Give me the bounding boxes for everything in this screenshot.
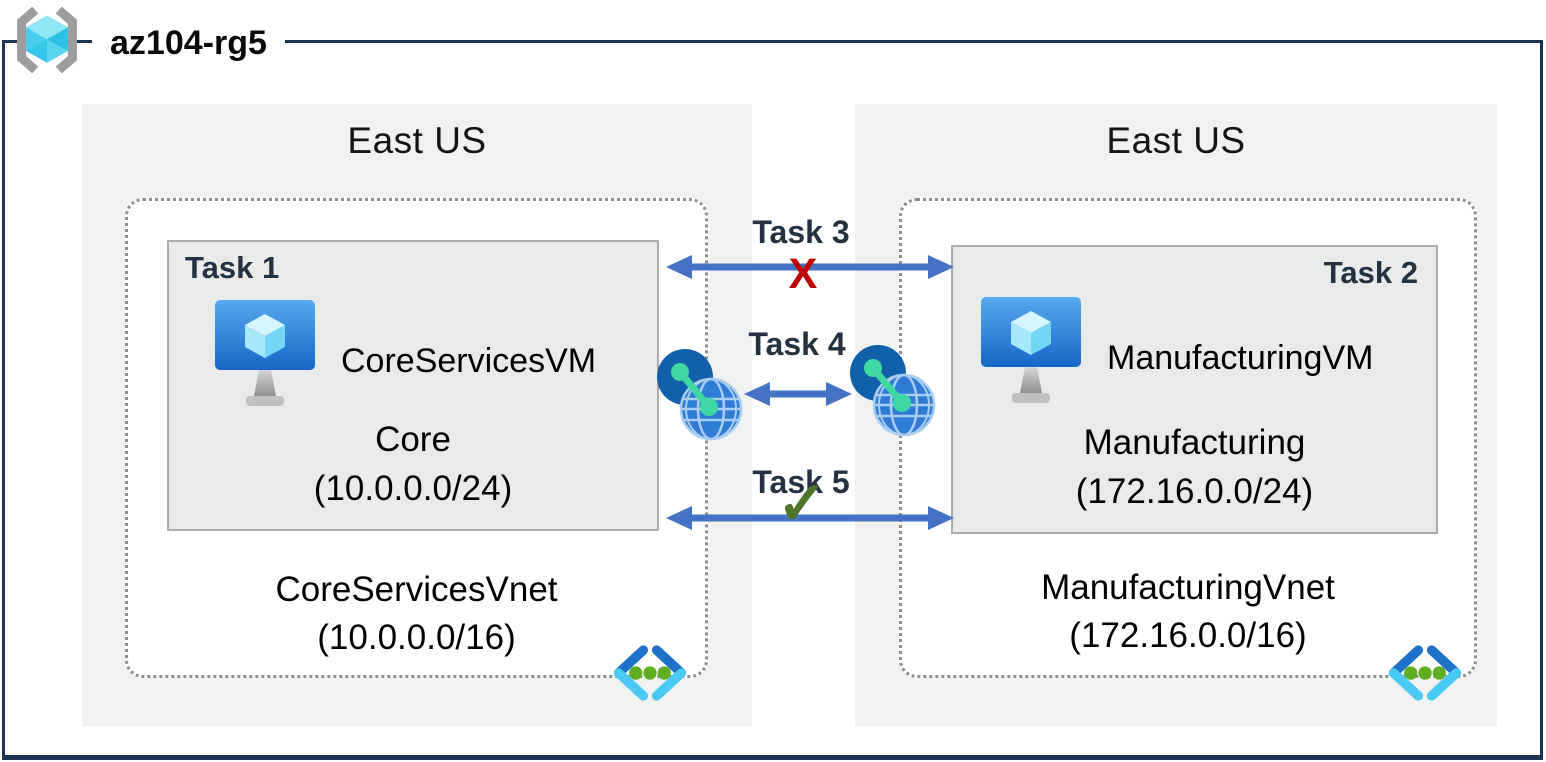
vnet-name-coreservices: CoreServicesVnet bbox=[275, 570, 558, 609]
virtual-network-icon bbox=[610, 642, 690, 709]
region-title-right: East US bbox=[1106, 120, 1246, 161]
subnet-box-core: Task 1 bbox=[167, 240, 659, 531]
vnet-caption-manufacturing: ManufacturingVnet (172.16.0.0/16) bbox=[899, 564, 1477, 661]
task-4-label: Task 4 bbox=[748, 326, 846, 362]
allowed-check-marker: ✓ bbox=[776, 470, 828, 537]
task-3-label: Task 3 bbox=[752, 214, 850, 250]
resource-group-label: az104-rg5 bbox=[8, 2, 285, 83]
vnet-caption-coreservices: CoreServicesVnet (10.0.0.0/16) bbox=[125, 566, 708, 663]
task-5-label: Task 5 bbox=[752, 464, 850, 500]
resource-group-icon bbox=[8, 2, 86, 83]
subnet-name-manufacturing: Manufacturing bbox=[1083, 423, 1306, 463]
virtual-machine-icon bbox=[215, 300, 315, 423]
subnet-name-core: Core bbox=[375, 420, 451, 460]
vm-name-coreservices: CoreServicesVM bbox=[341, 342, 597, 380]
region-title-left: East US bbox=[347, 120, 487, 161]
subnet-cidr-manufacturing: (172.16.0.0/24) bbox=[1075, 471, 1314, 511]
subnet-box-manufacturing: Task 2 ManufacturingVM Manufacturing (17… bbox=[951, 245, 1438, 534]
vm-name-manufacturing: ManufacturingVM bbox=[1107, 339, 1374, 377]
blocked-x-marker: X bbox=[788, 250, 818, 298]
vm-row-coreservices: CoreServicesVM bbox=[215, 300, 596, 423]
virtual-machine-icon bbox=[981, 297, 1081, 420]
vnet-peering-icon bbox=[655, 346, 745, 451]
subnet-caption-manufacturing: Manufacturing (172.16.0.0/24) bbox=[953, 419, 1436, 516]
vnet-name-manufacturing: ManufacturingVnet bbox=[1041, 568, 1335, 607]
vnet-cidr-coreservices: (10.0.0.0/16) bbox=[317, 618, 516, 658]
vnet-cidr-manufacturing: (172.16.0.0/16) bbox=[1069, 616, 1307, 656]
subnet-cidr-core: (10.0.0.0/24) bbox=[313, 468, 513, 508]
subnet-caption-core: Core (10.0.0.0/24) bbox=[169, 416, 657, 513]
virtual-network-icon bbox=[1385, 642, 1465, 709]
resource-group-frame bbox=[2, 40, 1543, 760]
task-1-label: Task 1 bbox=[185, 250, 280, 285]
resource-group-name: az104-rg5 bbox=[92, 16, 285, 69]
vm-row-manufacturing: ManufacturingVM bbox=[981, 297, 1373, 420]
vnet-peering-icon bbox=[848, 342, 938, 447]
task-2-label: Task 2 bbox=[1323, 255, 1418, 290]
